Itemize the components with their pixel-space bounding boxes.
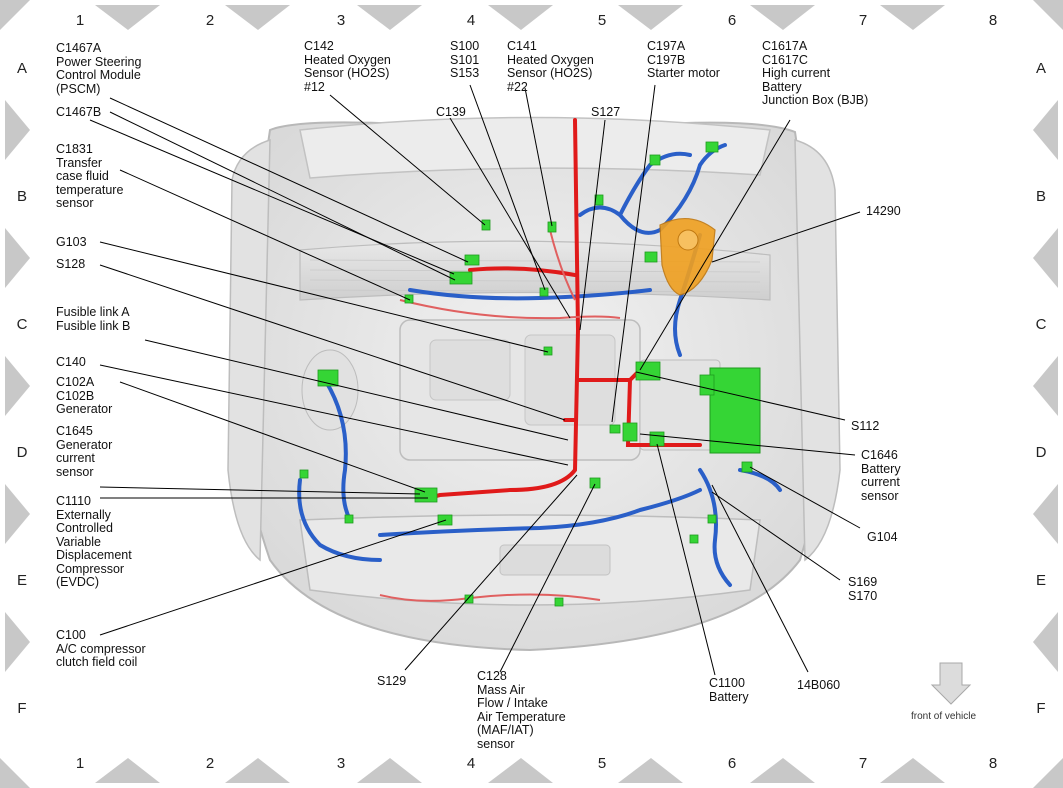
grid-col-6: 6	[727, 12, 737, 29]
grid-row-d: D	[1035, 444, 1047, 461]
label-g103: G103	[56, 235, 87, 249]
grid-row-c: C	[16, 316, 28, 333]
grid-col-1: 1	[75, 755, 85, 772]
label-c140: C140	[56, 355, 86, 369]
grid-row-f: F	[1036, 700, 1046, 717]
label-fusible-link: Fusible link A Fusible link B	[56, 305, 131, 333]
label-c197a: C197A C197B Starter motor	[647, 39, 720, 80]
connectors	[299, 141, 753, 607]
grid-col-5: 5	[597, 755, 607, 772]
grid-row-a: A	[16, 60, 27, 77]
label-c1831: C1831 Transfer case fluid temperature se…	[56, 142, 124, 210]
grid-row-a: A	[1035, 60, 1046, 77]
grid-col-7: 7	[858, 755, 868, 772]
label-c1467b: C1467B	[56, 105, 102, 119]
label-c1645: C1645 Generator current sensor	[56, 424, 113, 479]
grid-col-2: 2	[205, 755, 215, 772]
label-14290: 14290	[866, 204, 901, 218]
battery	[709, 367, 761, 454]
grid-col-6: 6	[727, 755, 737, 772]
label-14b060: 14B060	[797, 678, 841, 692]
label-s129: S129	[377, 674, 407, 688]
grid-col-8: 8	[988, 12, 998, 29]
blue-harness	[297, 143, 782, 587]
grid-col-5: 5	[597, 12, 607, 29]
grid-col-4: 4	[466, 755, 476, 772]
label-s169: S169 S170	[848, 575, 878, 603]
grid-row-e: E	[16, 572, 27, 589]
label-s112: S112	[851, 419, 880, 433]
front-of-vehicle-arrow	[930, 662, 972, 705]
grid-col-3: 3	[336, 755, 346, 772]
label-c142: C142 Heated Oxygen Sensor (HO2S) #12	[304, 39, 391, 94]
junction-box	[659, 218, 716, 296]
label-c1110: C1110 Externally Controlled Variable Dis…	[56, 494, 132, 589]
label-s127: S127	[591, 105, 621, 119]
grid-row-f: F	[17, 700, 27, 717]
grid-row-e: E	[1035, 572, 1046, 589]
leader-lines	[89, 84, 861, 676]
grid-row-c: C	[1035, 316, 1047, 333]
label-c100: C100 A/C compressor clutch field coil	[56, 628, 146, 669]
grid-row-b: B	[16, 188, 27, 205]
grid-row-d: D	[16, 444, 28, 461]
label-c139: C139	[436, 105, 466, 119]
grid-col-2: 2	[205, 12, 215, 29]
label-c102a: C102A C102B Generator	[56, 375, 113, 416]
label-c128: C128 Mass Air Flow / Intake Air Temperat…	[477, 669, 566, 751]
label-c141: C141 Heated Oxygen Sensor (HO2S) #22	[507, 39, 594, 94]
grid-col-8: 8	[988, 755, 998, 772]
battery-terminal	[699, 374, 715, 396]
label-g104: G104	[867, 530, 898, 544]
label-s100: S100 S101 S153	[450, 39, 480, 80]
label-c1646: C1646 Battery current sensor	[861, 448, 901, 503]
grid-col-4: 4	[466, 12, 476, 29]
grid-col-3: 3	[336, 12, 346, 29]
label-c1467a: C1467A Power Steering Control Module (PS…	[56, 41, 142, 96]
grid-row-b: B	[1035, 188, 1046, 205]
label-c1100: C1100 Battery	[709, 676, 749, 704]
grid-col-1: 1	[75, 12, 85, 29]
grid-col-7: 7	[858, 12, 868, 29]
label-s128: S128	[56, 257, 86, 271]
label-c1617a: C1617A C1617C High current Battery Junct…	[762, 39, 869, 107]
front-of-vehicle-label: front of vehicle	[911, 711, 977, 722]
